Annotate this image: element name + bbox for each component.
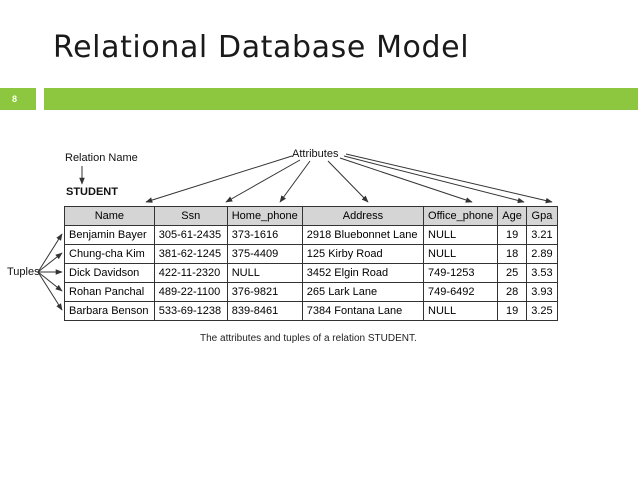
cell-office-phone: NULL xyxy=(423,244,499,264)
cell-office-phone: NULL xyxy=(423,301,499,321)
cell-name: Barbara Benson xyxy=(64,301,155,321)
table-row: Rohan Panchal 489-22-1100 376-9821 265 L… xyxy=(64,282,559,302)
cell-address: 2918 Bluebonnet Lane xyxy=(301,225,425,245)
slide-title: Relational Database Model xyxy=(53,30,470,65)
table-row: Dick Davidson 422-11-2320 NULL 3452 Elgi… xyxy=(64,263,559,283)
cell-gpa: 3.25 xyxy=(525,301,559,321)
cell-age: 19 xyxy=(497,225,527,245)
cell-address: 125 Kirby Road xyxy=(301,244,425,264)
cell-age: 25 xyxy=(497,263,527,283)
cell-gpa: 3.93 xyxy=(525,282,559,302)
cell-age: 28 xyxy=(497,282,527,302)
cell-home-phone: 839-8461 xyxy=(226,301,303,321)
cell-gpa: 3.21 xyxy=(525,225,559,245)
student-relation-table: Name Ssn Home_phone Address Office_phone… xyxy=(64,206,559,321)
header-office-phone: Office_phone xyxy=(423,206,499,226)
attribute-arrow-gpa xyxy=(345,153,553,204)
tuple-arrow-5 xyxy=(37,271,63,311)
table-header-row: Name Ssn Home_phone Address Office_phone… xyxy=(64,206,559,226)
attribute-arrow-age xyxy=(343,155,525,204)
table-row: Chung-cha Kim 381-62-1245 375-4409 125 K… xyxy=(64,244,559,264)
cell-age: 19 xyxy=(497,301,527,321)
attributes-label: Attributes xyxy=(292,148,339,160)
header-ssn: Ssn xyxy=(153,206,228,226)
cell-address: 7384 Fontana Lane xyxy=(301,301,425,321)
header-address: Address xyxy=(301,206,425,226)
page-number-badge: 8 xyxy=(0,88,36,110)
cell-address: 265 Lark Lane xyxy=(301,282,425,302)
table-row: Benjamin Bayer 305-61-2435 373-1616 2918… xyxy=(64,225,559,245)
header-gpa: Gpa xyxy=(525,206,559,226)
tuple-arrow-1 xyxy=(37,233,63,273)
cell-ssn: 381-62-1245 xyxy=(153,244,228,264)
header-age: Age xyxy=(497,206,527,226)
cell-name: Rohan Panchal xyxy=(64,282,155,302)
cell-home-phone: NULL xyxy=(226,263,303,283)
cell-name: Benjamin Bayer xyxy=(64,225,155,245)
cell-home-phone: 373-1616 xyxy=(226,225,303,245)
cell-ssn: 489-22-1100 xyxy=(153,282,228,302)
cell-ssn: 305-61-2435 xyxy=(153,225,228,245)
cell-age: 18 xyxy=(497,244,527,264)
attribute-arrow-home-phone xyxy=(279,160,311,203)
tuples-label: Tuples xyxy=(7,266,40,278)
figure-caption: The attributes and tuples of a relation … xyxy=(200,333,417,344)
cell-ssn: 533-69-1238 xyxy=(153,301,228,321)
cell-gpa: 2.89 xyxy=(525,244,559,264)
cell-home-phone: 376-9821 xyxy=(226,282,303,302)
accent-bar xyxy=(44,88,638,110)
relation-title: STUDENT xyxy=(66,186,118,198)
cell-name: Chung-cha Kim xyxy=(64,244,155,264)
cell-address: 3452 Elgin Road xyxy=(301,263,425,283)
cell-office-phone: 749-6492 xyxy=(423,282,499,302)
header-name: Name xyxy=(64,206,155,226)
cell-gpa: 3.53 xyxy=(525,263,559,283)
relation-name-label: Relation Name xyxy=(65,152,138,164)
cell-office-phone: NULL xyxy=(423,225,499,245)
cell-ssn: 422-11-2320 xyxy=(153,263,228,283)
attribute-arrow-name xyxy=(145,155,293,203)
attribute-arrow-address xyxy=(327,160,369,203)
tuple-arrow-2 xyxy=(37,252,63,273)
header-home-phone: Home_phone xyxy=(226,206,303,226)
attribute-arrow-office-phone xyxy=(339,157,473,203)
tuple-arrow-4 xyxy=(37,271,63,292)
cell-home-phone: 375-4409 xyxy=(226,244,303,264)
table-row: Barbara Benson 533-69-1238 839-8461 7384… xyxy=(64,301,559,321)
cell-office-phone: 749-1253 xyxy=(423,263,499,283)
cell-name: Dick Davidson xyxy=(64,263,155,283)
attribute-arrow-ssn xyxy=(225,159,301,203)
